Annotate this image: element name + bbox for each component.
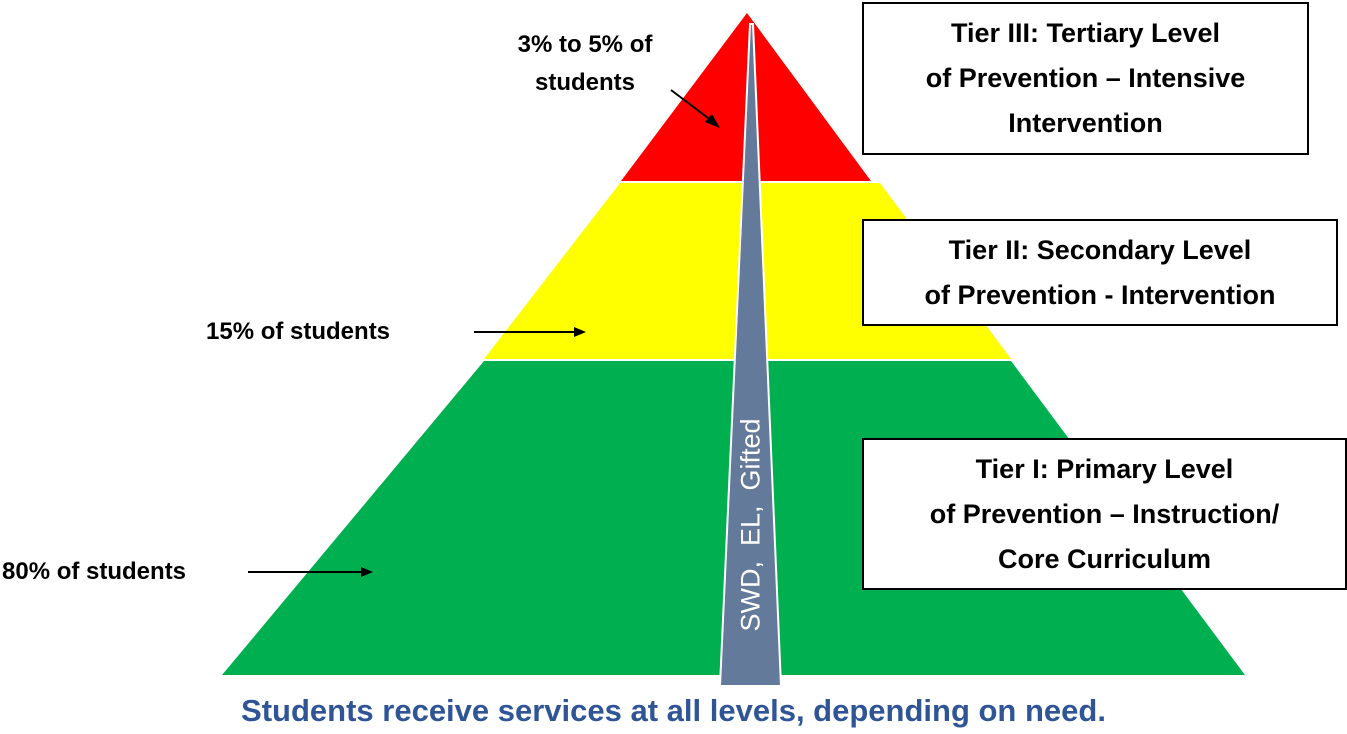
tier-3-share-label: 3% to 5% of students — [500, 26, 670, 102]
tier-1-box: Tier I: Primary Level of Prevention – In… — [862, 438, 1347, 590]
box-line: Tier I: Primary Level — [975, 453, 1234, 484]
spike-label: SWD, EL, Gifted — [735, 418, 766, 632]
footer-caption: Students receive services at all levels,… — [241, 693, 1106, 728]
tier-2-box: Tier II: Secondary Level of Prevention -… — [862, 219, 1338, 326]
tier-1-share-label: 80% of students — [2, 558, 187, 585]
arrow-tier-1 — [248, 567, 373, 577]
tier-3-box: Tier III: Tertiary Level of Prevention –… — [862, 2, 1309, 155]
box-line: of Prevention – Intensive — [925, 63, 1246, 93]
box-line: of Prevention - Intervention — [924, 279, 1276, 310]
box-line: Core Curriculum — [997, 543, 1212, 574]
arrow-tier-2 — [474, 327, 586, 337]
share-line: students — [534, 69, 635, 96]
special-populations-spike — [718, 23, 783, 687]
share-line: 3% to 5% of — [517, 31, 653, 58]
box-line: Tier III: Tertiary Level — [950, 18, 1221, 48]
arrow-tier-3 — [670, 89, 720, 128]
tier-2-share-label: 15% of students — [206, 318, 391, 345]
box-line: Intervention — [1008, 108, 1163, 138]
box-line: Tier II: Secondary Level — [948, 234, 1252, 265]
box-line: of Prevention – Instruction/ — [929, 498, 1280, 529]
